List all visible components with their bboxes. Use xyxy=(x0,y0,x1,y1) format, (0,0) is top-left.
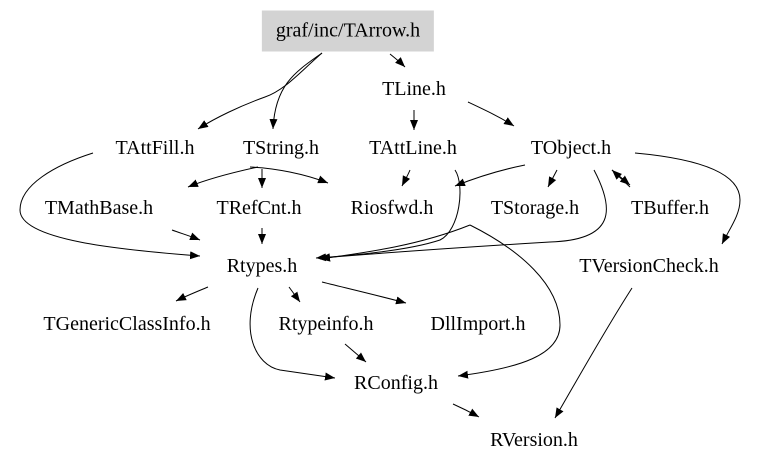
node-riosfwd[interactable]: Riosfwd.h xyxy=(350,197,434,219)
edge-rtypes-to-dllimport xyxy=(321,281,407,305)
edge-tobject-to-tversioncheck xyxy=(634,152,741,245)
node-rtypes[interactable]: Rtypes.h xyxy=(226,255,298,277)
edge-rconfig-to-rversion xyxy=(452,403,480,418)
node-tstring[interactable]: TString.h xyxy=(242,137,320,159)
edge-rtypes-to-tgenericclassinfo xyxy=(175,286,209,302)
edge-tarrow-to-tline xyxy=(389,53,406,68)
node-tmathbase[interactable]: TMathBase.h xyxy=(44,197,154,219)
edge-tstring-to-riosfwd xyxy=(249,166,329,184)
edge-tarrow-to-tstring xyxy=(269,52,323,130)
edge-tstring-to-tmathbase xyxy=(187,166,259,188)
edge-tmathbase-to-rtypes xyxy=(171,229,201,241)
edge-tobject-to-riosfwd xyxy=(454,164,526,187)
node-tgenericclassinfo[interactable]: TGenericClassInfo.h xyxy=(43,313,211,335)
node-tbuffer[interactable]: TBuffer.h xyxy=(631,197,709,219)
edge-tbuffer-to-tobject xyxy=(611,169,631,188)
edge-tstorage-to-rtypes xyxy=(319,224,471,262)
node-rtypeinfo[interactable]: Rtypeinfo.h xyxy=(278,313,374,335)
node-tattfill[interactable]: TAttFill.h xyxy=(115,137,195,159)
edge-tattline-to-riosfwd xyxy=(401,169,411,187)
edge-tobject-to-rtypes xyxy=(319,169,607,262)
edge-tobject-to-tstorage xyxy=(547,169,558,188)
node-tstorage[interactable]: TStorage.h xyxy=(490,197,580,219)
edge-rtypes-to-rconfig xyxy=(249,287,336,381)
edge-tarrow-to-tattfill xyxy=(197,52,323,130)
edge-tversioncheck-to-rversion xyxy=(554,287,633,419)
node-rconfig[interactable]: RConfig.h xyxy=(354,372,438,394)
edge-riosfwd-to-rconfig xyxy=(457,224,561,379)
edge-tattfill-to-rtypes xyxy=(19,152,201,260)
node-dllimport[interactable]: DllImport.h xyxy=(430,313,526,335)
node-tarrow[interactable]: graf/inc/TArrow.h xyxy=(261,10,435,52)
node-tattline[interactable]: TAttLine.h xyxy=(369,137,457,159)
node-tobject[interactable]: TObject.h xyxy=(530,137,612,159)
node-trefcnt[interactable]: TRefCnt.h xyxy=(216,197,302,219)
node-rversion[interactable]: RVersion.h xyxy=(490,429,578,451)
edge-rtypes-to-rtypeinfo xyxy=(288,286,301,303)
edge-tline-to-tobject xyxy=(467,101,515,127)
node-tversioncheck[interactable]: TVersionCheck.h xyxy=(579,255,719,277)
edge-rtypeinfo-to-rconfig xyxy=(344,343,367,363)
node-tline[interactable]: TLine.h xyxy=(382,78,446,100)
